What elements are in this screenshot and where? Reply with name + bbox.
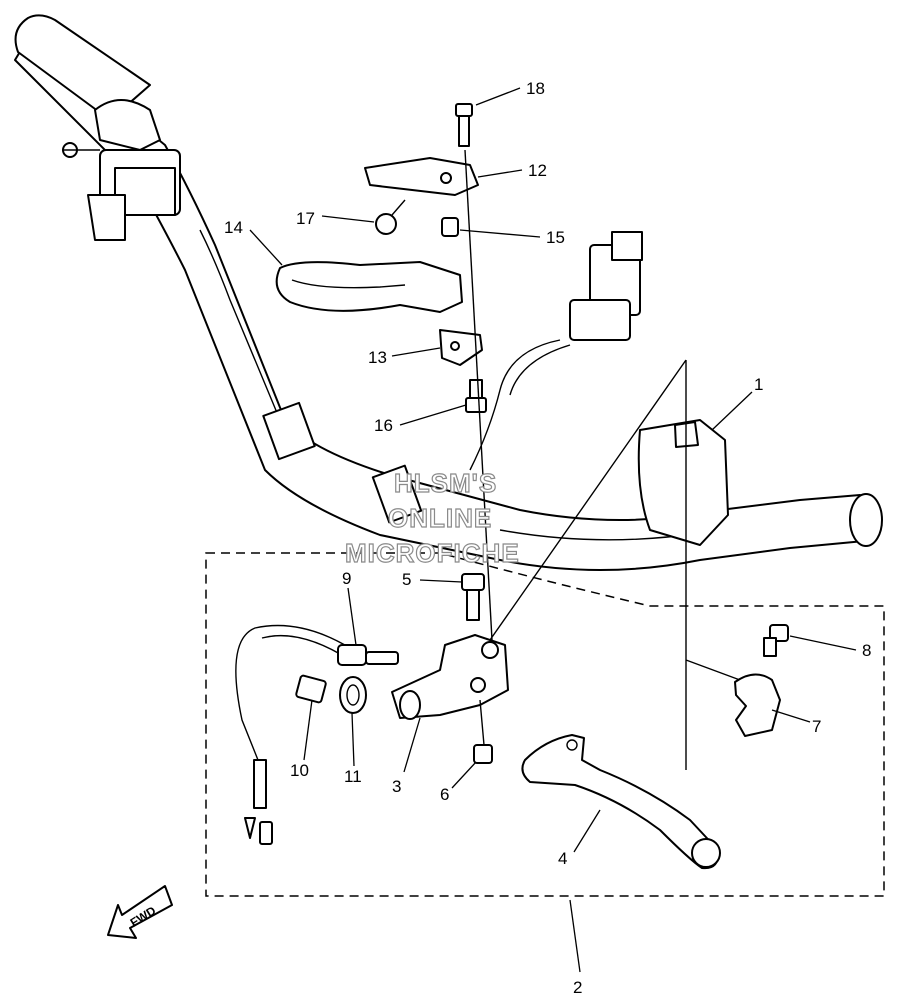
callout-3: 3 <box>392 777 401 796</box>
callout-5: 5 <box>402 570 411 589</box>
lever-holder-top <box>275 103 493 641</box>
callout-18: 18 <box>526 79 545 98</box>
fwd-direction-marker: FWD <box>107 885 173 939</box>
handlebar <box>14 14 883 571</box>
right-end-cap <box>849 493 883 547</box>
callout-6: 6 <box>440 785 449 804</box>
callout-2: 2 <box>573 978 582 997</box>
callout-13: 13 <box>368 348 387 367</box>
handlebar-knurl <box>262 401 423 524</box>
callout-numbers: 1 2 3 4 5 6 7 8 9 10 11 12 13 14 15 16 1… <box>224 79 871 997</box>
callout-4: 4 <box>558 849 567 868</box>
callout-15: 15 <box>546 228 565 247</box>
callout-7: 7 <box>812 717 821 736</box>
callout-17: 17 <box>296 209 315 228</box>
callout-10: 10 <box>290 761 309 780</box>
callout-8: 8 <box>862 641 871 660</box>
callout-14: 14 <box>224 218 243 237</box>
watermark-line-2: ONLINE <box>388 503 492 533</box>
callout-12: 12 <box>528 161 547 180</box>
watermark-line-1: HLSM'S <box>394 468 497 498</box>
brake-master-cylinder <box>62 99 181 241</box>
callout-9: 9 <box>342 569 351 588</box>
leader-lines <box>249 87 857 973</box>
guide-lines <box>489 359 741 770</box>
watermark-line-3: MICROFICHE <box>345 538 520 568</box>
callout-16: 16 <box>374 416 393 435</box>
watermark: HLSM'S ONLINE MICROFICHE <box>344 467 520 568</box>
engine-stop-switch <box>469 231 729 546</box>
callout-1: 1 <box>754 375 763 394</box>
clutch-lever-assembly <box>235 573 789 870</box>
assembly-outline <box>205 552 885 897</box>
callout-11: 11 <box>344 767 362 786</box>
